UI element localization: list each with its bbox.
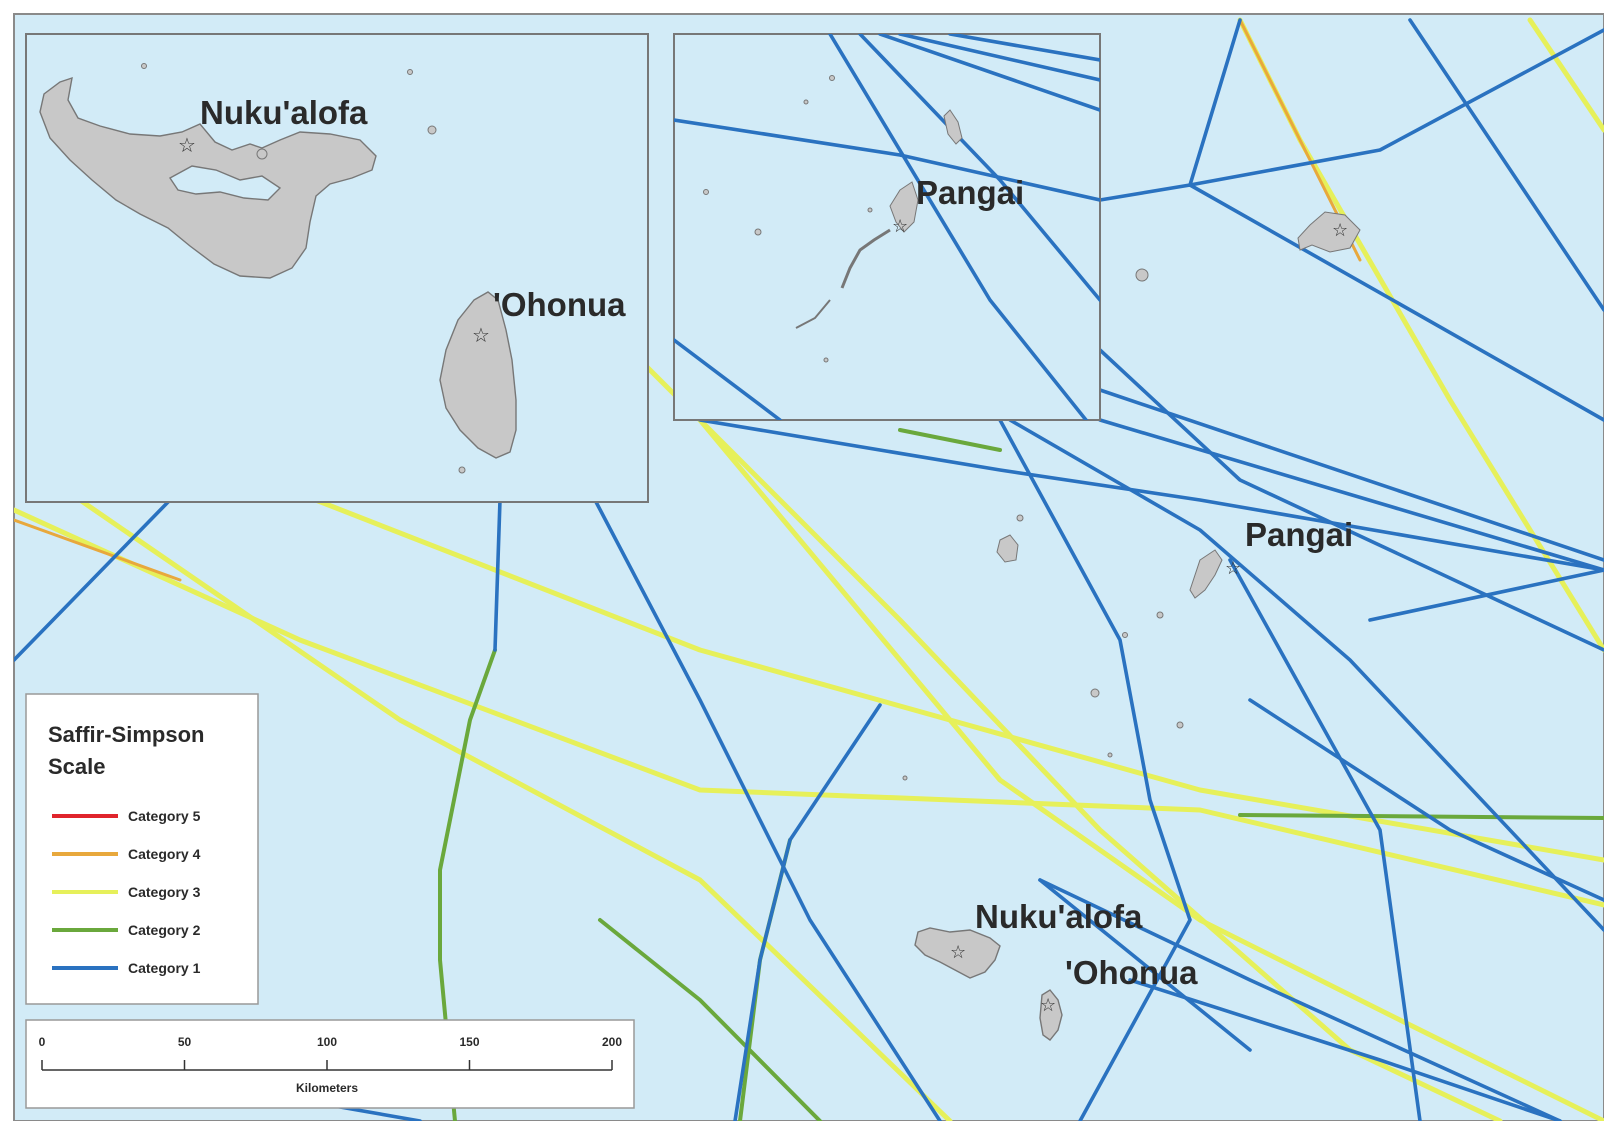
fanga-uta-lagoon: [168, 165, 282, 201]
legend-item-label: Category 3: [128, 884, 201, 900]
label-ohonua: 'Ohonua: [1065, 954, 1198, 991]
haapai-reef: [840, 228, 891, 289]
scale-unit-label: Kilometers: [296, 1081, 358, 1095]
legend-box: [25, 693, 259, 1005]
tongatapu-island: [914, 927, 1001, 979]
inset-map-tongatapu: ☆ ☆ Nuku'alofa 'Ohonua: [25, 33, 649, 503]
islet: [1122, 632, 1128, 638]
islet: [407, 69, 413, 75]
islet: [703, 189, 709, 195]
neiafu-star-icon: ☆: [1332, 220, 1348, 241]
legend-title-line2: Scale: [48, 754, 106, 779]
scale-tick-label: 50: [178, 1035, 192, 1049]
islet: [1016, 514, 1024, 522]
islet: [943, 109, 963, 145]
islet: [867, 207, 873, 213]
islet: [141, 63, 147, 69]
islet: [1135, 268, 1149, 282]
haapai-islet: [1189, 549, 1223, 599]
haapai-reef: [795, 299, 831, 329]
islet: [427, 125, 437, 135]
inset-frame: [673, 33, 1101, 421]
scale-tick-label: 200: [602, 1035, 622, 1049]
inset-frame: [25, 33, 649, 503]
inset-label-pangai: Pangai: [916, 174, 1024, 211]
islet: [829, 75, 835, 81]
ohonua-star-icon: ☆: [472, 323, 490, 347]
scale-tick-label: 100: [317, 1035, 337, 1049]
scale-bar: 0 50 100 150 200 Kilometers: [25, 1019, 635, 1109]
islet: [754, 228, 762, 236]
label-pangai: Pangai: [1245, 516, 1353, 553]
inset-map-haapai: ☆ Pangai: [673, 33, 1101, 421]
legend-item-label: Category 4: [128, 846, 201, 862]
nukualofa-star-icon: ☆: [178, 133, 196, 157]
scale-tick-label: 150: [459, 1035, 479, 1049]
islet: [458, 466, 466, 474]
inset-label-ohonua: 'Ohonua: [493, 286, 626, 323]
pangai-star-icon: ☆: [1225, 558, 1241, 579]
islet: [1176, 721, 1184, 729]
scale-ticks: 0 50 100 150 200: [39, 1035, 622, 1070]
legend-item-label: Category 2: [128, 922, 201, 938]
legend-item-label: Category 1: [128, 960, 201, 976]
nukualofa-star-icon: ☆: [950, 942, 966, 963]
islet: [1090, 688, 1100, 698]
legend-title-line1: Saffir-Simpson: [48, 722, 204, 747]
legend-item-label: Category 5: [128, 808, 201, 824]
ohonua-star-icon: ☆: [1040, 995, 1056, 1016]
legend: Saffir-Simpson Scale Category 5Category …: [25, 693, 259, 1005]
category-3-tracks: [14, 17, 1604, 1121]
islet: [996, 534, 1019, 563]
scale-bar-box: [25, 1019, 635, 1109]
legend-items: Category 5 Category 4 Category 3 Category 2…: [52, 808, 201, 976]
inset-label-nukualofa: Nuku'alofa: [200, 94, 368, 131]
islet: [1107, 752, 1113, 758]
islet: [1156, 611, 1164, 619]
eua-inset-island: [439, 291, 517, 459]
eua-island: [1039, 989, 1063, 1041]
scale-tick-label: 0: [39, 1035, 46, 1049]
islet: [256, 148, 268, 160]
pangai-star-icon: ☆: [892, 216, 908, 237]
label-nukualofa: Nuku'alofa: [975, 898, 1143, 935]
town-markers: ☆ ☆ ☆ ☆: [950, 220, 1348, 1016]
inset-tracks: [674, 34, 1100, 420]
vavau-island: [1297, 211, 1361, 253]
islet: [823, 357, 829, 363]
islet: [803, 99, 809, 105]
islet: [902, 775, 908, 781]
lifuka-island: [889, 181, 919, 233]
cyclone-tracks: ☆ ☆ ☆ ☆ Pangai Nuku'alofa 'Ohonua: [14, 17, 1604, 1121]
main-map-islands: [902, 211, 1361, 1041]
